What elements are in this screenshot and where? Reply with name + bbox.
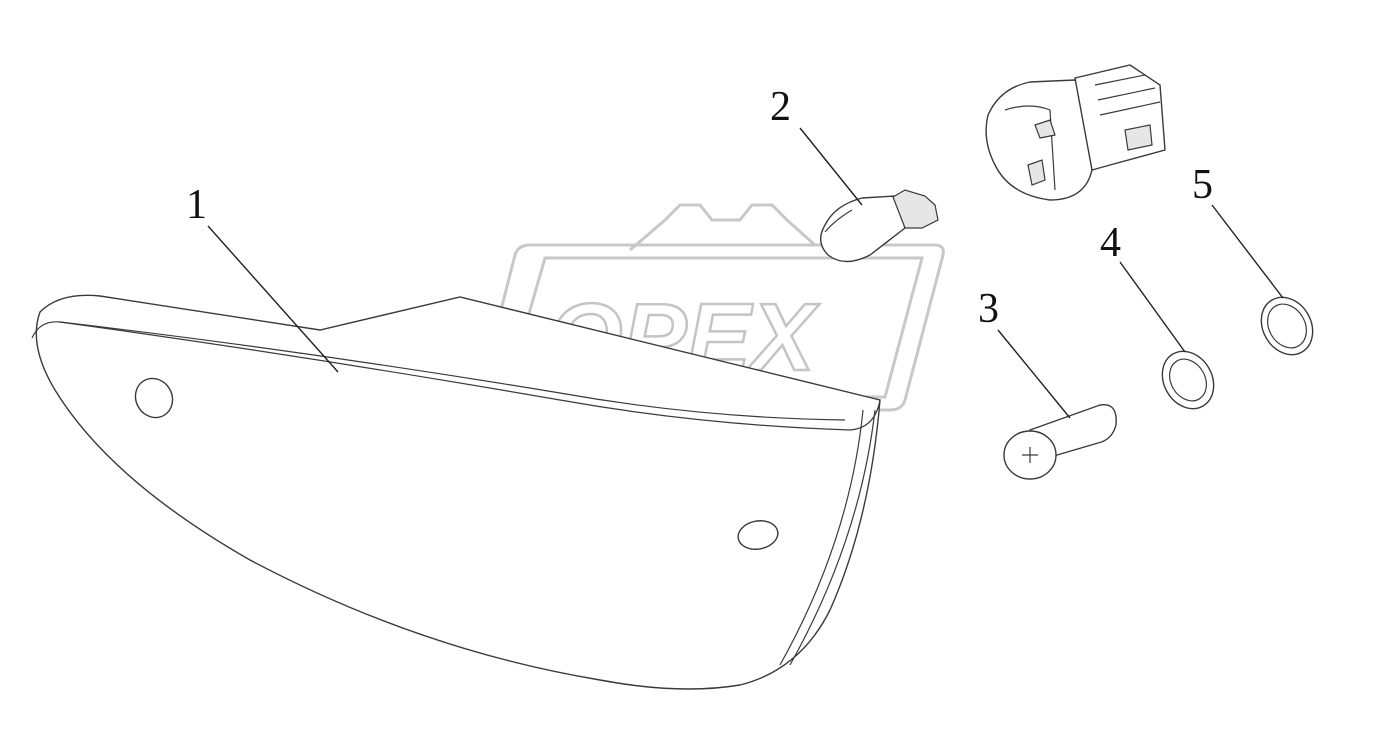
leader-1 <box>207 225 339 373</box>
callout-2: 2 <box>770 84 791 130</box>
lamp-housing <box>31 294 881 690</box>
flat-washer <box>1260 296 1314 356</box>
bulb-socket <box>985 64 1166 201</box>
leader-3 <box>997 329 1071 419</box>
leader-lines <box>207 127 1284 419</box>
mounting-hole-lower <box>737 520 779 550</box>
leader-2 <box>799 127 863 206</box>
callout-1: 1 <box>186 182 207 228</box>
callout-4: 4 <box>1100 220 1121 266</box>
callout-3: 3 <box>978 286 999 332</box>
callouts: 1 2 3 4 5 <box>186 84 1213 332</box>
screw <box>1003 403 1117 480</box>
watermark-frame-outer <box>475 243 945 412</box>
callout-5: 5 <box>1192 162 1213 208</box>
leader-5 <box>1211 204 1284 299</box>
mounting-hole-upper <box>134 377 174 419</box>
spring-washer <box>1161 350 1215 410</box>
bulb <box>820 189 939 263</box>
leader-4 <box>1119 261 1186 353</box>
